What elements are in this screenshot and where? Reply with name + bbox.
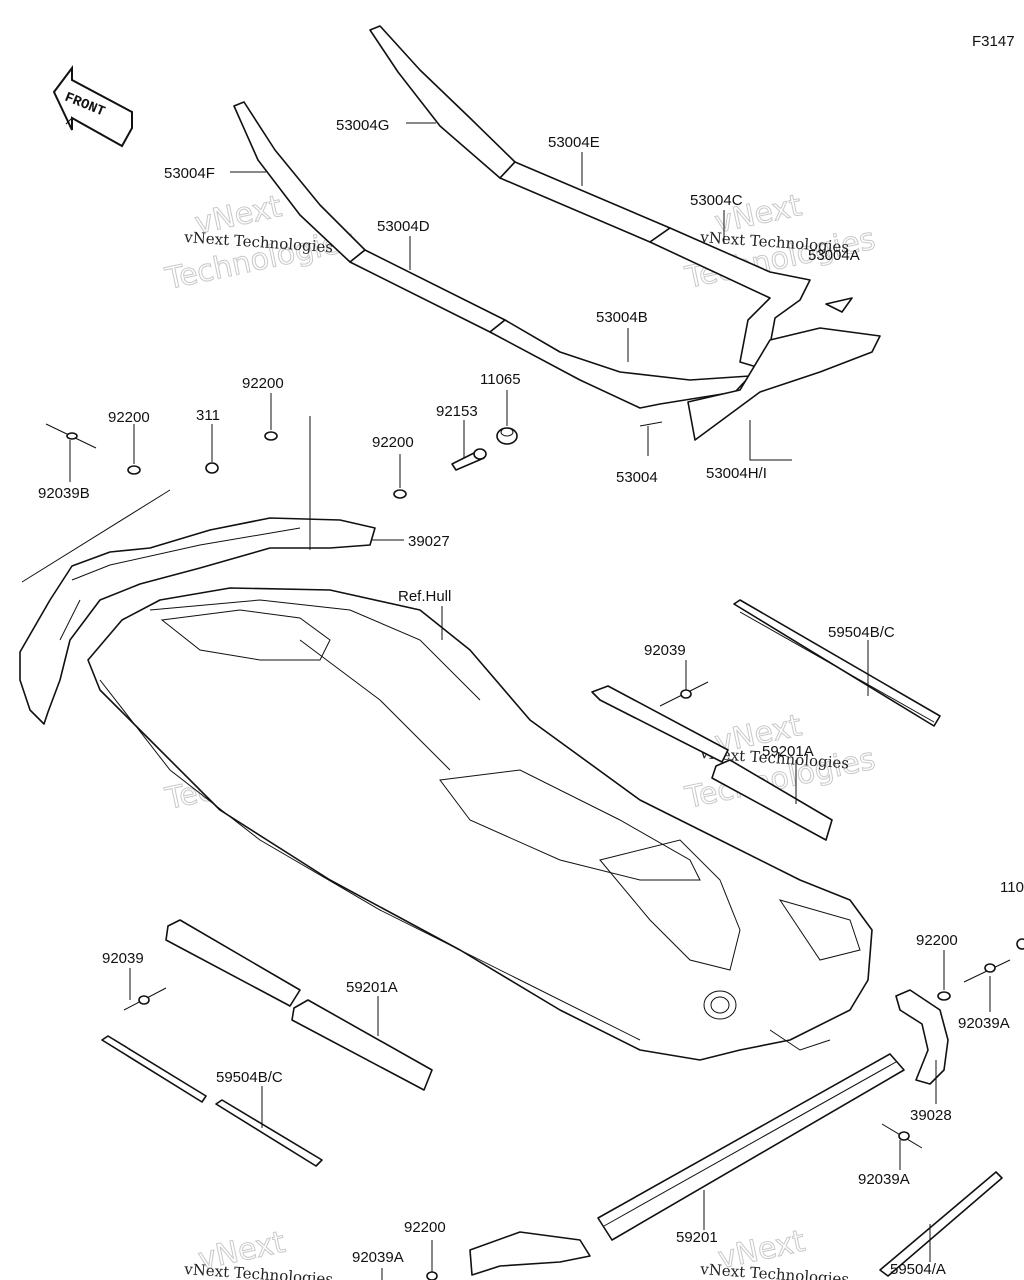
- label-53004: 53004: [616, 469, 658, 486]
- label-53004G: 53004G: [336, 117, 389, 134]
- label-39027: 39027: [408, 533, 450, 550]
- label-92039-b: 92039: [102, 950, 144, 967]
- label-53004B: 53004B: [596, 309, 648, 326]
- rail-39027: [19, 517, 376, 725]
- label-92153: 92153: [436, 403, 478, 420]
- label-53004F: 53004F: [164, 165, 215, 182]
- bolt-92153: [451, 448, 487, 471]
- label-92039-a: 92039: [644, 642, 686, 659]
- label-53004E: 53004E: [548, 134, 600, 151]
- mat-53004E: [499, 161, 671, 243]
- label-ref-hull: Ref.Hull: [398, 588, 451, 605]
- label-311: 311: [196, 407, 220, 424]
- label-92200-d: 92200: [916, 932, 958, 949]
- label-53004A: 53004A: [808, 247, 860, 264]
- label-92200-c: 92200: [372, 434, 414, 451]
- nut-311: [205, 462, 219, 474]
- label-59504BC-b: 59504B/C: [216, 1069, 283, 1086]
- grommet-11065: [496, 427, 518, 445]
- strake-59201A-b: [165, 919, 433, 1091]
- label-11065: 11065: [480, 371, 521, 388]
- strip-59504A: [879, 1171, 1003, 1277]
- label-53004HI: 53004H/I: [706, 465, 767, 482]
- label-53004D: 53004D: [377, 218, 430, 235]
- label-92039A-c: 92039A: [352, 1249, 404, 1266]
- label-92200-a: 92200: [108, 409, 150, 426]
- mat-53004B: [489, 319, 751, 409]
- label-59201A-b: 59201A: [346, 979, 398, 996]
- pin-92039A-a: [963, 959, 1011, 983]
- label-59504BC-a: 59504B/C: [828, 624, 895, 641]
- pin-92039A-b: [881, 1123, 923, 1149]
- washer-92200-b: [264, 431, 278, 441]
- label-11065-edge: 110: [1000, 879, 1024, 896]
- grommet-110-edge: [1016, 938, 1024, 950]
- front-arrow-icon: FRONT: [52, 65, 133, 148]
- label-59201A-a: 59201A: [762, 743, 814, 760]
- strip-59504BC-b: [101, 1035, 323, 1167]
- label-92039B: 92039B: [38, 485, 90, 502]
- mat-53004-strip: [639, 421, 663, 427]
- pin-92039B: [45, 423, 97, 449]
- washer-92200-a: [127, 465, 141, 475]
- washer-92200-e: [426, 1271, 438, 1280]
- leader-lines: [21, 122, 991, 1280]
- label-92200-e: 92200: [404, 1219, 446, 1236]
- strake-59201A-a: [591, 685, 833, 841]
- washer-92200-c: [393, 489, 407, 499]
- mat-53004HI: [687, 327, 881, 441]
- washer-92200-d: [937, 991, 951, 1001]
- label-92200-b: 92200: [242, 375, 284, 392]
- figure-code: F3147: [972, 33, 1015, 50]
- label-59504A: 59504/A: [890, 1261, 946, 1278]
- hull-body: [87, 587, 873, 1061]
- mat-53004D: [349, 249, 506, 333]
- mat-53004C: [649, 227, 811, 369]
- label-92039A-a: 92039A: [958, 1015, 1010, 1032]
- label-53004C: 53004C: [690, 192, 743, 209]
- rail-bottom: [469, 1231, 591, 1276]
- mat-53004G: [369, 25, 516, 179]
- strake-59201: [597, 1053, 905, 1241]
- label-59201: 59201: [676, 1229, 718, 1246]
- label-92039A-b: 92039A: [858, 1171, 910, 1188]
- pin-92039-b: [123, 987, 167, 1011]
- rail-39028: [895, 989, 949, 1085]
- mat-53004A: [825, 297, 853, 313]
- label-39028: 39028: [910, 1107, 952, 1124]
- pin-92039-a: [659, 681, 709, 707]
- strip-59504BC-a: [733, 599, 941, 727]
